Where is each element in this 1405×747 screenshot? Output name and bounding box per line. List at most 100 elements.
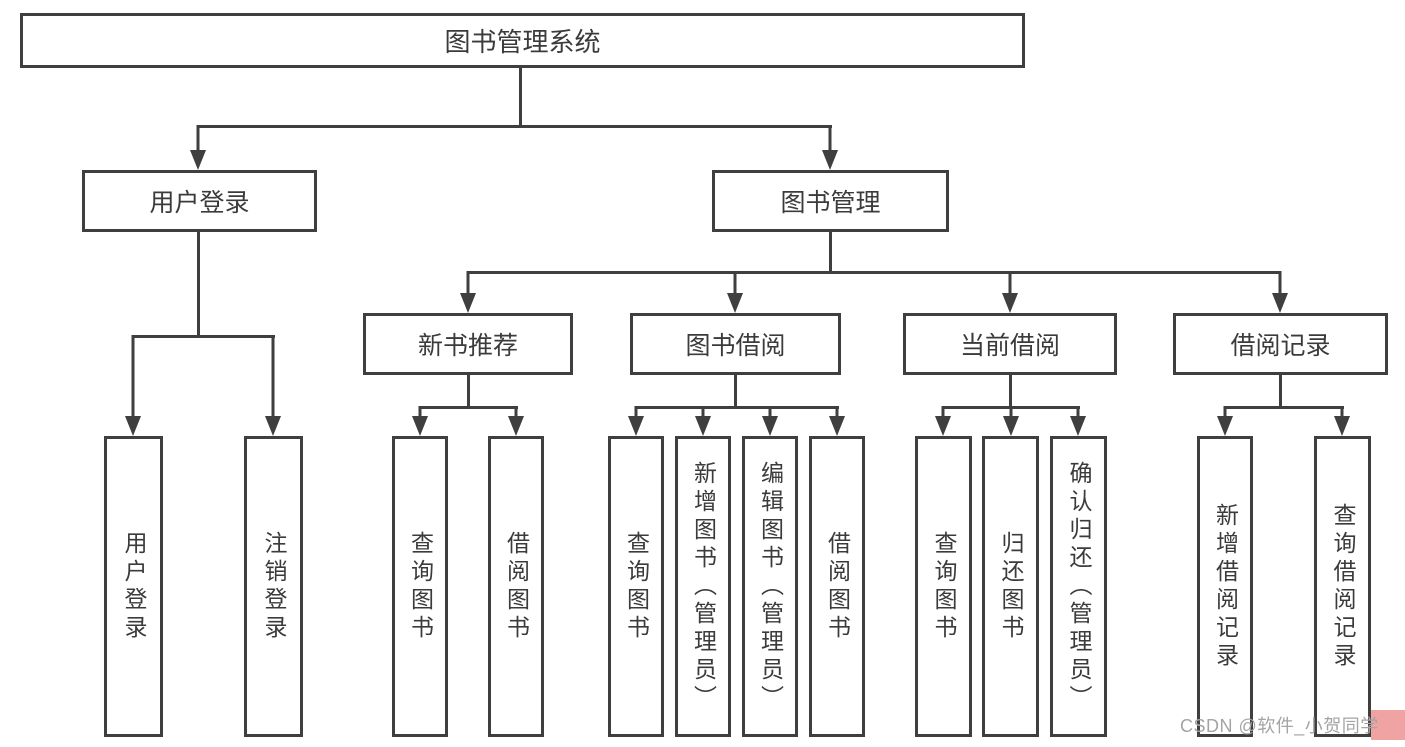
down-arrowhead-icon [1217, 416, 1233, 436]
arrow-stem [1076, 406, 1080, 418]
down-arrowhead-icon [628, 416, 644, 436]
connector-currentborrow-vline [1009, 375, 1012, 409]
leaf-label: 查询图书 [623, 530, 650, 643]
down-arrowhead-icon [1070, 416, 1086, 436]
down-arrowhead-icon [412, 416, 428, 436]
leaf-query-borrow-record: 查询借阅记录 [1314, 436, 1371, 737]
connector-borrowrecords-hline [1224, 406, 1344, 409]
arrow-to-current-borrow [1002, 271, 1018, 313]
down-arrowhead-icon [508, 416, 524, 436]
leaf-label: 注销登录 [261, 530, 287, 643]
leaf-label: 新增借阅记录 [1212, 502, 1239, 671]
leaf-label: 查询借阅记录 [1330, 502, 1356, 671]
connector-bookborrow-vline [734, 375, 737, 409]
connector-root-hline [197, 125, 832, 128]
arrow-stem [1008, 271, 1012, 295]
node-root: 图书管理系统 [20, 13, 1025, 68]
leaf-edit-books-admin: 编辑图书（管理员） [742, 436, 798, 737]
leaf-label: 借阅图书 [503, 530, 530, 643]
arrow-stem [418, 406, 422, 418]
arrow-stem [941, 406, 945, 418]
connector-newbooks-hline [419, 406, 518, 409]
arrow-stem [466, 271, 470, 295]
connector-newbooks-vline [467, 375, 470, 409]
arrow-to-leaf [628, 406, 644, 436]
down-arrowhead-icon [762, 416, 778, 436]
leaf-label: 编辑图书（管理员） [757, 460, 784, 713]
arrow-stem [196, 125, 200, 152]
arrow-stem [768, 406, 772, 418]
arrow-to-leaf [1070, 406, 1086, 436]
arrow-to-leaf [1003, 406, 1019, 436]
leaf-confirm-return-admin: 确认归还（管理员） [1050, 436, 1107, 737]
down-arrowhead-icon [1002, 293, 1018, 313]
node-book-mgmt: 图书管理 [712, 170, 949, 232]
down-arrowhead-icon [125, 416, 141, 436]
arrow-stem [733, 271, 737, 295]
arrow-to-user-login [190, 125, 206, 170]
arrow-to-book-borrow [727, 271, 743, 313]
arrow-stem [1340, 406, 1344, 418]
leaf-add-borrow-record: 新增借阅记录 [1197, 436, 1253, 737]
connector-userlogin-vline [197, 232, 200, 338]
arrow-to-new-books [460, 271, 476, 313]
arrow-to-leaf [1217, 406, 1233, 436]
node-user-login: 用户登录 [82, 170, 317, 232]
arrow-to-leaf [1334, 406, 1350, 436]
down-arrowhead-icon [935, 416, 951, 436]
down-arrowhead-icon [1272, 293, 1288, 313]
node-current-borrow-label: 当前借阅 [959, 332, 1060, 360]
node-user-login-label: 用户登录 [149, 189, 250, 217]
arrow-stem [1223, 406, 1227, 418]
watermark-accent-chip [1371, 710, 1405, 740]
leaf-return-books: 归还图书 [982, 436, 1039, 737]
node-borrow-records-label: 借阅记录 [1230, 332, 1331, 360]
node-current-borrow: 当前借阅 [903, 313, 1117, 375]
arrow-to-leaf [125, 335, 141, 436]
leaf-add-books-admin: 新增图书（管理员） [675, 436, 731, 737]
connector-bookborrow-hline [635, 406, 839, 409]
arrow-to-leaf [412, 406, 428, 436]
leaf-label: 查询图书 [931, 530, 957, 643]
down-arrowhead-icon [695, 416, 711, 436]
leaf-user-login: 用户登录 [104, 436, 163, 737]
down-arrowhead-icon [190, 150, 206, 170]
leaf-label: 归还图书 [998, 530, 1024, 643]
leaf-query-books: 查询图书 [915, 436, 972, 737]
node-book-borrow: 图书借阅 [630, 313, 841, 375]
arrow-stem [828, 125, 832, 152]
leaf-label: 借阅图书 [824, 530, 851, 643]
down-arrowhead-icon [265, 416, 281, 436]
leaf-query-books: 查询图书 [392, 436, 448, 737]
node-book-mgmt-label: 图书管理 [780, 189, 881, 217]
down-arrowhead-icon [460, 293, 476, 313]
connector-bookmgmt-vline [829, 232, 832, 274]
arrow-stem [1009, 406, 1013, 418]
connector-borrowrecords-vline [1279, 375, 1282, 409]
down-arrowhead-icon [1003, 416, 1019, 436]
node-new-books-label: 新书推荐 [417, 332, 518, 360]
arrow-to-leaf [829, 406, 845, 436]
leaf-borrow-books: 借阅图书 [488, 436, 544, 737]
arrow-stem [634, 406, 638, 418]
leaf-label: 用户登录 [121, 530, 147, 643]
leaf-logout: 注销登录 [244, 436, 303, 737]
connector-root-vline [519, 68, 522, 128]
arrow-stem [131, 335, 135, 418]
down-arrowhead-icon [829, 416, 845, 436]
arrow-stem [701, 406, 705, 418]
arrow-to-leaf [762, 406, 778, 436]
leaf-label: 新增图书（管理员） [690, 460, 717, 713]
leaf-borrow-books: 借阅图书 [809, 436, 865, 737]
node-root-label: 图书管理系统 [444, 27, 601, 57]
connector-userlogin-hline [132, 335, 275, 338]
arrow-stem [835, 406, 839, 418]
leaf-label: 确认归还（管理员） [1066, 460, 1092, 713]
arrow-to-book-mgmt [822, 125, 838, 170]
arrow-stem [514, 406, 518, 418]
node-borrow-records: 借阅记录 [1173, 313, 1388, 375]
down-arrowhead-icon [822, 150, 838, 170]
leaf-label: 查询图书 [407, 530, 434, 643]
watermark-text: CSDN @软件_小贺同学 [1180, 716, 1379, 736]
